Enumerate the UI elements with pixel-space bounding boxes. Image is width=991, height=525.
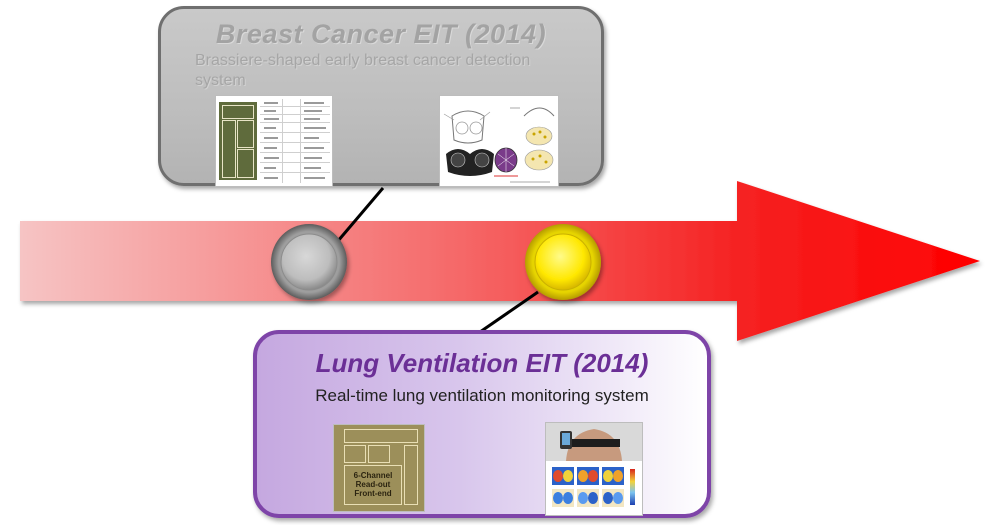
breast-cancer-card: Breast Cancer EIT (2014) Brassiere-shape… xyxy=(158,6,604,187)
brassiere-illustration xyxy=(443,107,555,183)
lung-impedance-illustration xyxy=(546,423,642,507)
breast-chip-die-image xyxy=(219,102,257,180)
timeline-arrow xyxy=(20,181,980,341)
breast-chip-figure xyxy=(215,95,333,187)
brassiere-system-figure xyxy=(439,95,559,187)
lung-chip-label: 6-Channel Read-out Front-end xyxy=(353,471,393,498)
lung-card-title: Lung Ventilation EIT (2014) xyxy=(315,348,649,378)
connector-breast xyxy=(330,187,385,249)
lung-ventilation-card: Lung Ventilation EIT (2014) Real-time lu… xyxy=(253,330,711,518)
milestone-lung[interactable] xyxy=(525,224,601,300)
breast-card-subtitle: Brassiere-shaped early breast cancer det… xyxy=(195,52,531,89)
milestone-breast[interactable] xyxy=(271,224,347,300)
lung-monitoring-figure xyxy=(545,422,643,516)
lung-card-subtitle: Real-time lung ventilation monitoring sy… xyxy=(315,386,649,405)
connector-lung xyxy=(479,290,539,334)
breast-card-title: Breast Cancer EIT (2014) xyxy=(215,19,547,49)
lung-chip-figure: 6-Channel Read-out Front-end xyxy=(333,424,425,512)
